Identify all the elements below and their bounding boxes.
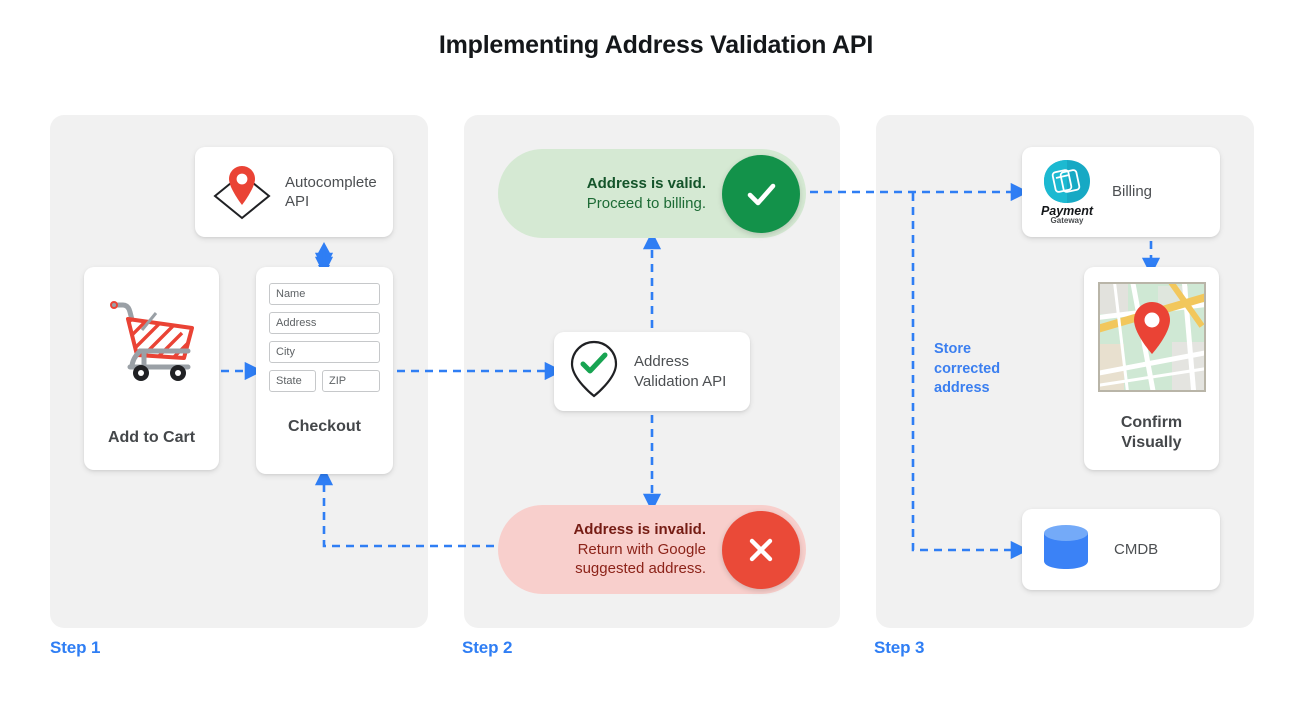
card-confirm-visually-label: Confirm Visually [1120,414,1183,451]
shopping-cart-icon [100,285,204,394]
pill-address-valid: Address is valid. Proceed to billing. [498,149,806,238]
connector-store-to-cmdb [911,193,1029,560]
check-circle-icon [722,154,800,233]
card-autocomplete-api-label: Autocomplete API [285,173,377,211]
store-corrected-address-note: Store corrected address [934,341,1001,397]
map-pin-diamond-icon [209,160,275,225]
step-1-label: Step 1 [50,638,101,657]
card-add-to-cart-label: Add to Cart [107,429,196,446]
connector-invalid-to-checkout [314,467,494,548]
city-field[interactable]: City [269,341,380,363]
card-checkout[interactable]: Name Address City State ZIP Checkout [256,267,393,474]
state-field[interactable]: State [269,370,316,392]
card-billing[interactable]: Payment Gateway Billing [1022,147,1220,237]
database-cylinder-icon [1040,521,1092,578]
card-autocomplete-api[interactable]: Autocomplete API [195,147,393,237]
page-title: Implementing Address Validation API [438,31,874,59]
state-zip-row: State ZIP [269,370,380,392]
card-address-validation-api[interactable]: Address Validation API [554,332,750,411]
pill-address-invalid-text: Address is invalid. Return with Google s… [573,520,706,578]
address-field[interactable]: Address [269,312,380,334]
zip-field[interactable]: ZIP [322,370,380,392]
pill-address-valid-text: Address is valid. Proceed to billing. [586,174,706,212]
pill-address-invalid: Address is invalid. Return with Google s… [498,505,806,594]
svg-text:Payment: Payment [1041,204,1094,218]
card-address-validation-api-label: Address Validation API [634,353,727,390]
map-thumbnail-icon [1097,282,1206,397]
map-pin-check-icon [566,338,622,405]
payment-gateway-icon: Payment Gateway [1036,155,1098,230]
card-confirm-visually[interactable]: Confirm Visually [1084,267,1219,470]
name-field[interactable]: Name [269,283,380,305]
card-add-to-cart[interactable]: Add to Cart [84,267,219,470]
card-checkout-label: Checkout [288,418,361,435]
svg-text:Gateway: Gateway [1051,216,1084,225]
step-3-label: Step 3 [874,638,925,657]
card-cmdb[interactable]: CMDB [1022,509,1220,590]
card-billing-label: Billing [1112,183,1153,201]
step-2-label: Step 2 [462,638,513,657]
x-circle-icon [722,510,800,589]
card-cmdb-label: CMDB [1114,540,1159,558]
